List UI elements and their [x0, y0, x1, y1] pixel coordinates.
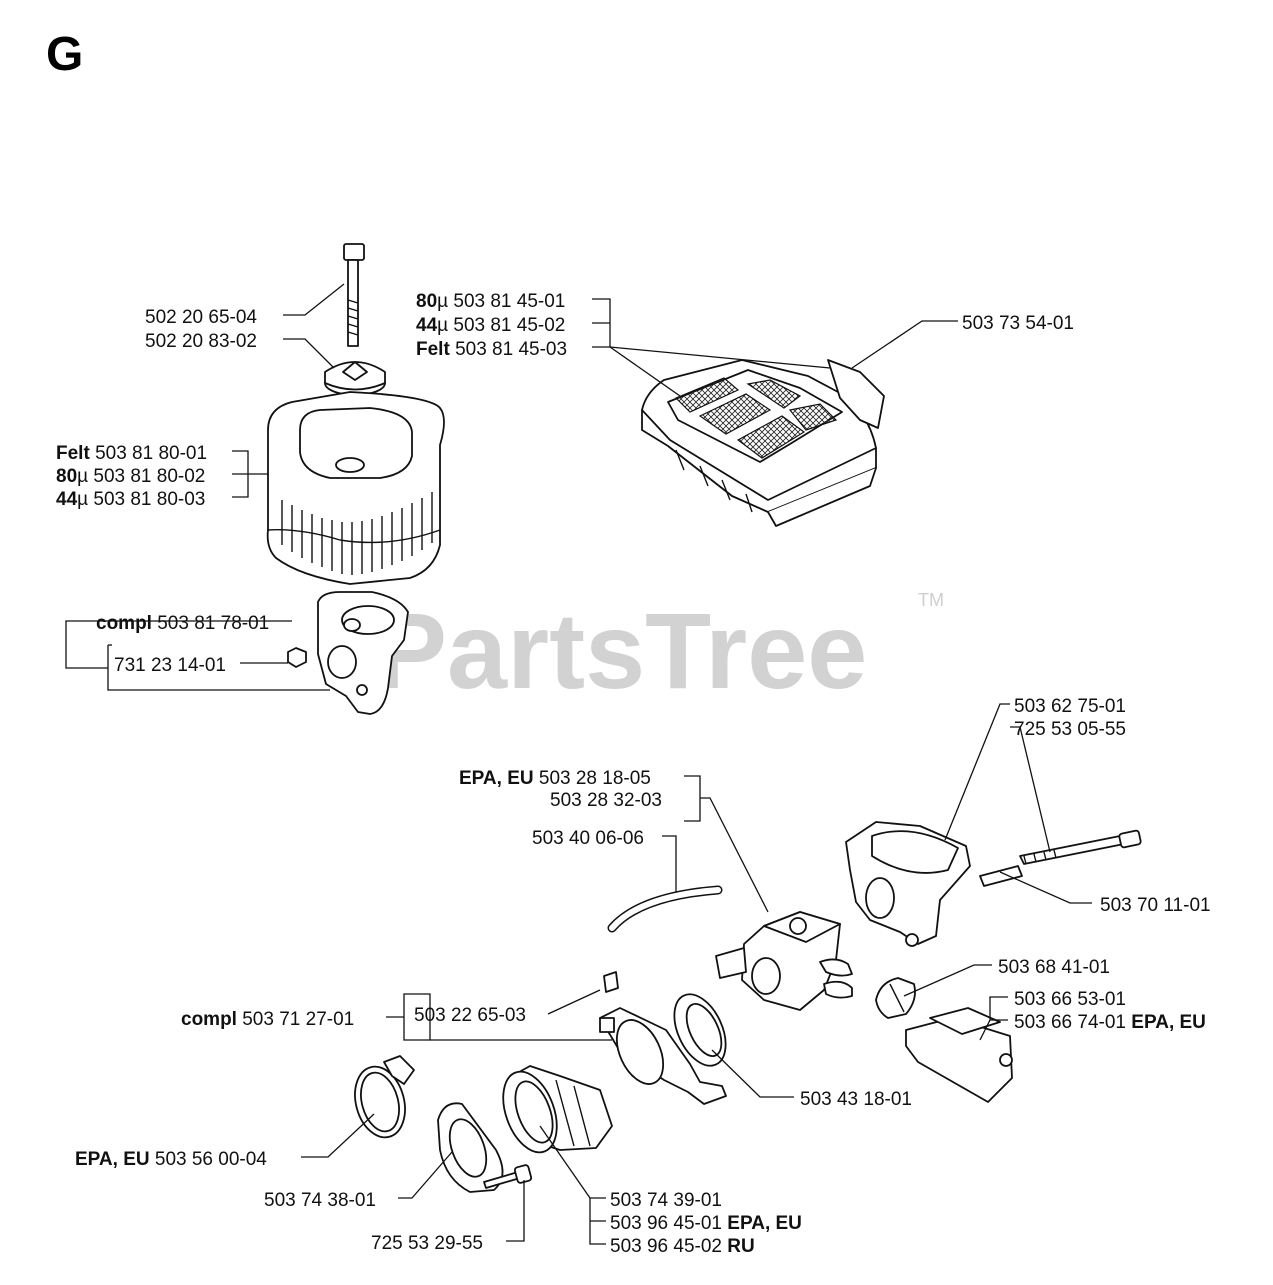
label-filter-44: 44µ 503 81 80-03 — [56, 489, 205, 510]
intake-bracket-part — [287, 591, 409, 715]
intake-boot-part — [502, 1065, 613, 1154]
label-bracket-nut: 731 23 14-01 — [114, 655, 226, 676]
air-filter-part — [266, 391, 445, 585]
carb-holder-part — [845, 821, 971, 947]
label-screw-bolt: 502 20 65-04 — [145, 307, 257, 328]
label-tube-pin: 503 70 11-01 — [1100, 895, 1211, 916]
label-holder-stud: 725 53 05-55 — [1014, 719, 1126, 740]
small-screw-part — [483, 1164, 533, 1189]
label-nut-bracket: 502 20 83-02 — [145, 331, 257, 352]
label-lever-a: 503 66 53-01 — [1014, 989, 1126, 1010]
fuel-hose-part — [607, 885, 723, 933]
bolt-part — [343, 243, 365, 347]
label-cover: 503 73 54-01 — [962, 313, 1074, 334]
plate-gasket-part — [437, 1102, 504, 1193]
label-top-80: 80µ 503 81 45-01 — [416, 291, 565, 312]
section-letter: G — [46, 28, 83, 81]
long-stud-part — [979, 829, 1142, 887]
label-filter-80: 80µ 503 81 80-02 — [56, 466, 205, 487]
gasket-ring-part — [673, 993, 727, 1067]
nut-bracket-part — [324, 361, 386, 396]
label-screw: 725 53 29-55 — [371, 1233, 483, 1254]
top-cover-part — [641, 359, 885, 527]
label-filter-felt: Felt 503 81 80-01 — [56, 443, 207, 464]
label-fuel-hose: 503 40 06-06 — [532, 828, 644, 849]
label-flange-nut: 503 22 65-03 — [414, 1005, 526, 1026]
label-intake-b: 503 96 45-01 EPA, EU — [610, 1213, 802, 1234]
carburetor-part — [715, 911, 853, 1011]
lever-part — [905, 1007, 1013, 1103]
part-labels: 502 20 65-04 502 20 83-02 80µ 503 81 45-… — [56, 291, 1211, 1257]
label-top-felt: Felt 503 81 45-03 — [416, 339, 567, 360]
choke-knob-part — [875, 977, 916, 1019]
label-choke-knob: 503 68 41-01 — [998, 957, 1110, 978]
label-flange-compl: compl 503 71 27-01 — [181, 1009, 354, 1030]
label-plate: 503 74 38-01 — [264, 1190, 376, 1211]
label-clamp: EPA, EU 503 56 00-04 — [75, 1149, 267, 1170]
label-intake-a: 503 74 39-01 — [610, 1190, 722, 1211]
watermark-tm: TM — [918, 590, 944, 610]
leader-lines — [65, 283, 1092, 1245]
watermark: PartsTree — [375, 590, 867, 711]
label-lever-b: 503 66 74-01 EPA, EU — [1014, 1012, 1206, 1033]
label-bracket-compl: compl 503 81 78-01 — [96, 613, 269, 634]
label-top-44: 44µ 503 81 45-02 — [416, 315, 565, 336]
label-carb-epa: EPA, EU 503 28 18-05 — [459, 768, 651, 789]
label-holder: 503 62 75-01 — [1014, 696, 1126, 717]
label-intake-c: 503 96 45-02 RU — [610, 1236, 755, 1257]
label-carb-std: 503 28 32-03 — [550, 790, 662, 811]
label-gasket-ring: 503 43 18-01 — [800, 1089, 912, 1110]
flange-part — [599, 971, 727, 1105]
